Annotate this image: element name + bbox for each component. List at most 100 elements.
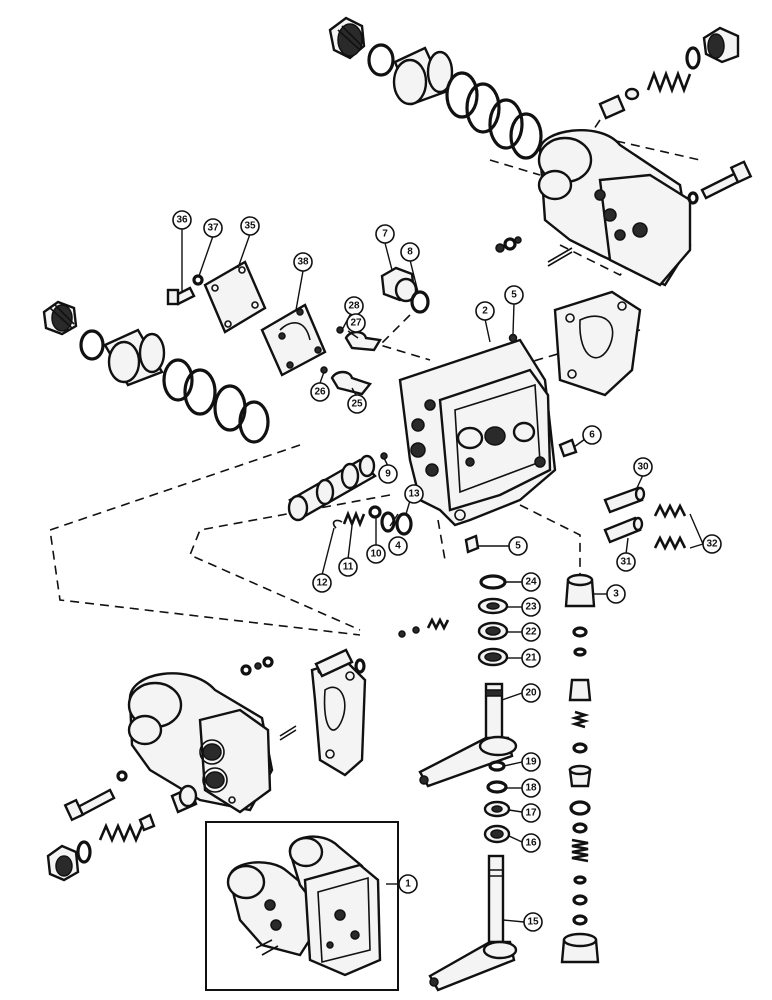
callout-18: 18 [521,778,541,798]
ring-19 [488,760,506,772]
callout-11: 11 [338,557,358,577]
center-shaft-stack [418,574,518,992]
callout-23: 23 [521,597,541,617]
lever-parts [320,326,382,396]
shaft-arm-20 [418,682,518,788]
callout-4: 4 [388,536,408,556]
svg-text:3: 3 [613,589,619,600]
svg-text:8: 8 [407,247,413,258]
svg-text:7: 7 [382,229,388,240]
valve-spool [287,452,388,522]
callout-19: 19 [521,752,541,772]
upper-oring-4 [488,98,524,150]
svg-text:18: 18 [525,783,537,794]
svg-text:11: 11 [343,562,354,573]
clip-12 [332,519,343,529]
part-6 [558,438,578,458]
ring-24 [479,574,507,590]
svg-text:35: 35 [244,221,256,232]
left-relief-valve-assembly [42,300,270,444]
svg-text:37: 37 [207,223,219,234]
callout-24: 24 [521,572,541,592]
callout-5-lower: 5 [508,536,528,556]
lever-25 [330,370,373,396]
spring-32a [653,503,687,519]
right-column-stack [560,573,600,964]
callout-35: 35 [240,216,260,236]
upper-sleeve [392,46,454,106]
callout-13: 13 [404,484,424,504]
svg-text:27: 27 [350,318,362,329]
svg-text:30: 30 [637,462,649,473]
callout-8: 8 [400,242,420,262]
svg-text:36: 36 [176,215,188,226]
lever-27 [344,330,382,352]
callout-31: 31 [616,552,636,572]
callout-30: 30 [633,457,653,477]
upper-right-cap [702,26,740,64]
upper-small-parts [495,236,573,267]
spring-11 [342,510,366,528]
callout-12: 12 [312,573,332,593]
callout-32: 32 [702,534,722,554]
svg-text:5: 5 [511,290,517,301]
svg-text:16: 16 [525,838,537,849]
svg-text:24: 24 [525,577,537,588]
part-5-lower [464,534,480,554]
left-plug [42,300,78,336]
cover-plate [203,260,267,334]
plug-7-group [380,266,430,314]
callout-10: 10 [366,544,386,564]
svg-text:21: 21 [525,653,537,664]
cover-washer [192,274,204,286]
upper-right-oring [685,46,701,70]
lower-bolt [63,770,128,822]
cover-plate-group [166,260,327,377]
upper-valve-body [537,129,692,287]
washer-10 [368,505,382,519]
svg-text:32: 32 [706,539,718,550]
callout-25: 25 [347,394,367,414]
callout-7: 7 [375,224,395,244]
svg-text:25: 25 [351,399,363,410]
svg-text:4: 4 [395,541,401,552]
svg-text:1: 1 [405,879,411,890]
callout-28: 28 [344,296,364,316]
oring-13 [395,512,413,536]
upper-plug [328,16,366,60]
svg-text:23: 23 [525,602,537,613]
ring-18 [486,780,508,794]
svg-text:38: 38 [297,257,309,268]
callout-17: 17 [521,803,541,823]
upper-oring-1 [367,43,395,77]
callout-9: 9 [378,464,398,484]
upper-relief-valve-assembly [328,16,753,287]
upper-bolt [687,160,753,205]
callout-15: 15 [523,912,543,932]
cover-screw [166,286,196,306]
plungers-springs [603,486,687,551]
svg-text:22: 22 [525,627,537,638]
svg-text:9: 9 [385,469,391,480]
left-sleeve [103,328,166,387]
svg-text:5: 5 [515,541,521,552]
svg-text:2: 2 [482,306,488,317]
ring-4 [380,511,396,533]
lower-valve-body [127,672,274,814]
svg-text:28: 28 [348,301,360,312]
callout-20: 20 [521,683,541,703]
shaft-arm-15 [428,854,518,992]
upper-oring-5 [509,112,543,160]
part-5-upper [508,333,518,343]
upper-poppet [598,94,626,120]
lower-gasket [310,658,367,777]
svg-text:31: 31 [620,557,632,568]
main-housing [398,338,557,527]
svg-text:10: 10 [370,549,382,560]
upper-oring-3 [465,82,501,134]
lower-plug [46,844,80,882]
svg-text:17: 17 [525,808,537,819]
svg-text:15: 15 [527,917,539,928]
callout-5-upper: 5 [504,285,524,305]
